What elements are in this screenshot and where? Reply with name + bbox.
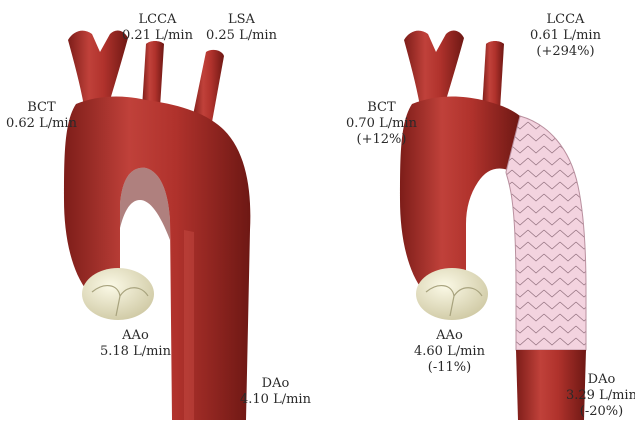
- right-lcca-name: LCCA: [530, 12, 601, 28]
- left-arch: [64, 97, 250, 420]
- right-bct-change: (+12%): [346, 132, 417, 148]
- right-bct-name: BCT: [346, 100, 417, 116]
- right-aao-label: AAo 4.60 L/min (-11%): [414, 328, 485, 376]
- left-lcca-vessel: [142, 41, 164, 108]
- right-dao-label: DAo 3.29 L/min (-20%): [566, 372, 635, 420]
- left-bct-name: BCT: [6, 100, 77, 116]
- left-dao-name: DAo: [240, 376, 311, 392]
- left-aao-label: AAo 5.18 L/min: [100, 328, 171, 360]
- right-valve: [416, 268, 488, 320]
- right-lcca-vessel: [482, 41, 504, 110]
- right-dao-name: DAo: [566, 372, 635, 388]
- left-aao-flow: 5.18 L/min: [100, 344, 171, 360]
- right-lcca-change: (+294%): [530, 44, 601, 60]
- left-aao-name: AAo: [100, 328, 171, 344]
- right-lcca-flow: 0.61 L/min: [530, 28, 601, 44]
- left-lsa-name: LSA: [206, 12, 277, 28]
- left-dao-flow: 4.10 L/min: [240, 392, 311, 408]
- left-lcca-name: LCCA: [122, 12, 193, 28]
- left-valve: [82, 268, 154, 320]
- right-lcca-label: LCCA 0.61 L/min (+294%): [530, 12, 601, 60]
- left-lsa-flow: 0.25 L/min: [206, 28, 277, 44]
- left-bct-vessel: [68, 31, 128, 106]
- right-bct-flow: 0.70 L/min: [346, 116, 417, 132]
- right-aao-change: (-11%): [414, 360, 485, 376]
- left-lsa-vessel: [192, 50, 224, 122]
- right-bct-label: BCT 0.70 L/min (+12%): [346, 100, 417, 148]
- right-bct-vessel: [404, 31, 464, 106]
- right-aao-name: AAo: [414, 328, 485, 344]
- left-lsa-label: LSA 0.25 L/min: [206, 12, 277, 44]
- right-dao-change: (-20%): [566, 404, 635, 420]
- left-lcca-flow: 0.21 L/min: [122, 28, 193, 44]
- right-aao-flow: 4.60 L/min: [414, 344, 485, 360]
- left-lcca-label: LCCA 0.21 L/min: [122, 12, 193, 44]
- right-dao-flow: 3.29 L/min: [566, 388, 635, 404]
- left-bct-label: BCT 0.62 L/min: [6, 100, 77, 132]
- right-arch: [400, 97, 520, 292]
- left-dao-label: DAo 4.10 L/min: [240, 376, 311, 408]
- left-bct-flow: 0.62 L/min: [6, 116, 77, 132]
- left-aorta: [64, 31, 250, 420]
